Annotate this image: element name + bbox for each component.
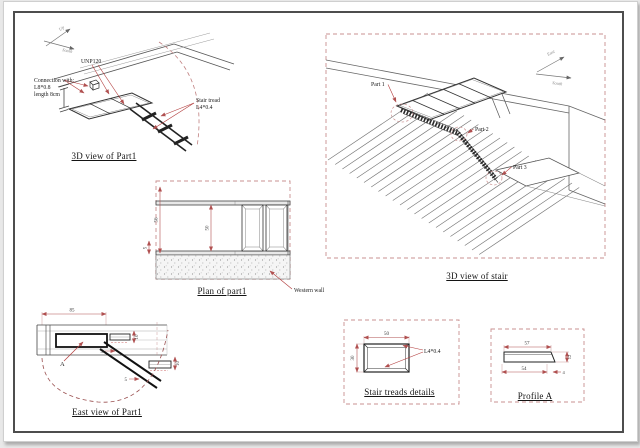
plan-treads (241, 204, 288, 252)
stair-tread-note-line1: Stair tread (196, 98, 220, 104)
a-label: A (60, 361, 65, 368)
tread-dim-width: 50 (384, 332, 390, 337)
detail-circles (390, 103, 503, 186)
part3-label: Part 3 (513, 165, 527, 171)
plan-dim-clear: 50 (206, 225, 211, 231)
landing-frame-iso (395, 77, 511, 121)
plan-dim-lines (147, 186, 213, 255)
tread-dim-height: 30 (351, 355, 356, 361)
part1-channel-bar (55, 333, 108, 348)
sheet-border (13, 11, 624, 433)
east-dim-off2: 5 (125, 378, 128, 383)
tread-side-2 (148, 360, 172, 371)
profile-shape (503, 351, 556, 363)
stair-stringer-iso (398, 106, 499, 183)
connection-note-line2: L8*0.8 (34, 85, 51, 91)
a-leader (63, 341, 84, 362)
compass-icon (535, 56, 572, 80)
beam-outline (36, 324, 168, 356)
part1-label: Part 1 (371, 82, 385, 88)
part1-3d-drawing: Up South (34, 24, 235, 152)
treads-dashed-boundary (343, 319, 460, 405)
profile-a-title: Profile A (517, 391, 553, 401)
compass-south-label: South (552, 80, 564, 86)
compass-up-label: Up (58, 24, 66, 32)
plan-dim-depth: 56 (155, 217, 160, 223)
profile-dim-top: 57 (525, 342, 531, 347)
plan-title: Plan of part1 (197, 286, 247, 296)
profile-a-drawing: 57 54 4 12 (490, 328, 585, 403)
western-wall-label: Western wall (294, 288, 325, 294)
break-arc (41, 329, 169, 403)
connection-note-line1: Connection with: (34, 78, 74, 84)
connection-plate (89, 79, 100, 91)
profile-dim-height: 12 (567, 355, 572, 360)
east-dim-t2: 10 (176, 361, 181, 367)
stair-3d-drawing: Part 1 Part 2 Part 3 East South (325, 33, 606, 259)
treads-detail-drawing: 50 30 L4*0.4 (343, 319, 460, 405)
profile-dashed-boundary (490, 328, 585, 403)
tread-side-1 (109, 333, 131, 343)
unp120-label: UNP120 (81, 59, 101, 65)
tread-profile-label: L4*0.4 (424, 349, 441, 355)
east-view-drawing: 85 (36, 309, 181, 403)
east-view-title: East view of Part1 (72, 407, 142, 417)
plan-dim-wall: 5 (144, 246, 149, 249)
top-dimension (41, 312, 107, 325)
profile-dim-bottom: 54 (522, 367, 528, 372)
connection-note-line3: length 8cm (34, 92, 60, 98)
part2-label: Part 2 (475, 127, 489, 133)
east-small-dims (105, 330, 177, 381)
floor-slab-lines (53, 32, 235, 88)
stair-steps-hatch (327, 92, 580, 255)
drawing-sheet: Up South (3, 1, 638, 442)
part3-platform (494, 157, 606, 207)
part1-3d-title: 3D view of Part1 (71, 151, 137, 161)
profile-leaders (384, 344, 424, 368)
treads-detail-title: Stair treads details (364, 387, 435, 397)
tread-section (363, 343, 410, 373)
compass-icon (43, 28, 75, 50)
ibeam-column (58, 83, 70, 113)
wall-lines (325, 59, 606, 205)
stair-3d-title: 3D view of stair (446, 271, 508, 281)
profile-dims (501, 345, 569, 374)
compass-south-label: South (62, 47, 74, 54)
part-leaders (387, 84, 512, 176)
plan-dashed-boundary (155, 180, 291, 280)
profile-dim-end: 4 (563, 370, 566, 375)
east-dim-off1: 5 (101, 350, 104, 355)
stair-tread-note-line2: L4*0.4 (196, 105, 213, 111)
east-dim-top: 85 (70, 309, 76, 314)
tread-dims (355, 335, 410, 373)
western-wall-hatch (155, 254, 291, 280)
leader-lines (63, 64, 195, 130)
stringer-treads (129, 102, 193, 152)
east-dim-t1: 10 (135, 334, 140, 340)
compass-east-label: East (545, 48, 556, 57)
western-wall-leader (269, 270, 293, 290)
plan-drawing: 56 50 5 Western wall (144, 180, 325, 294)
